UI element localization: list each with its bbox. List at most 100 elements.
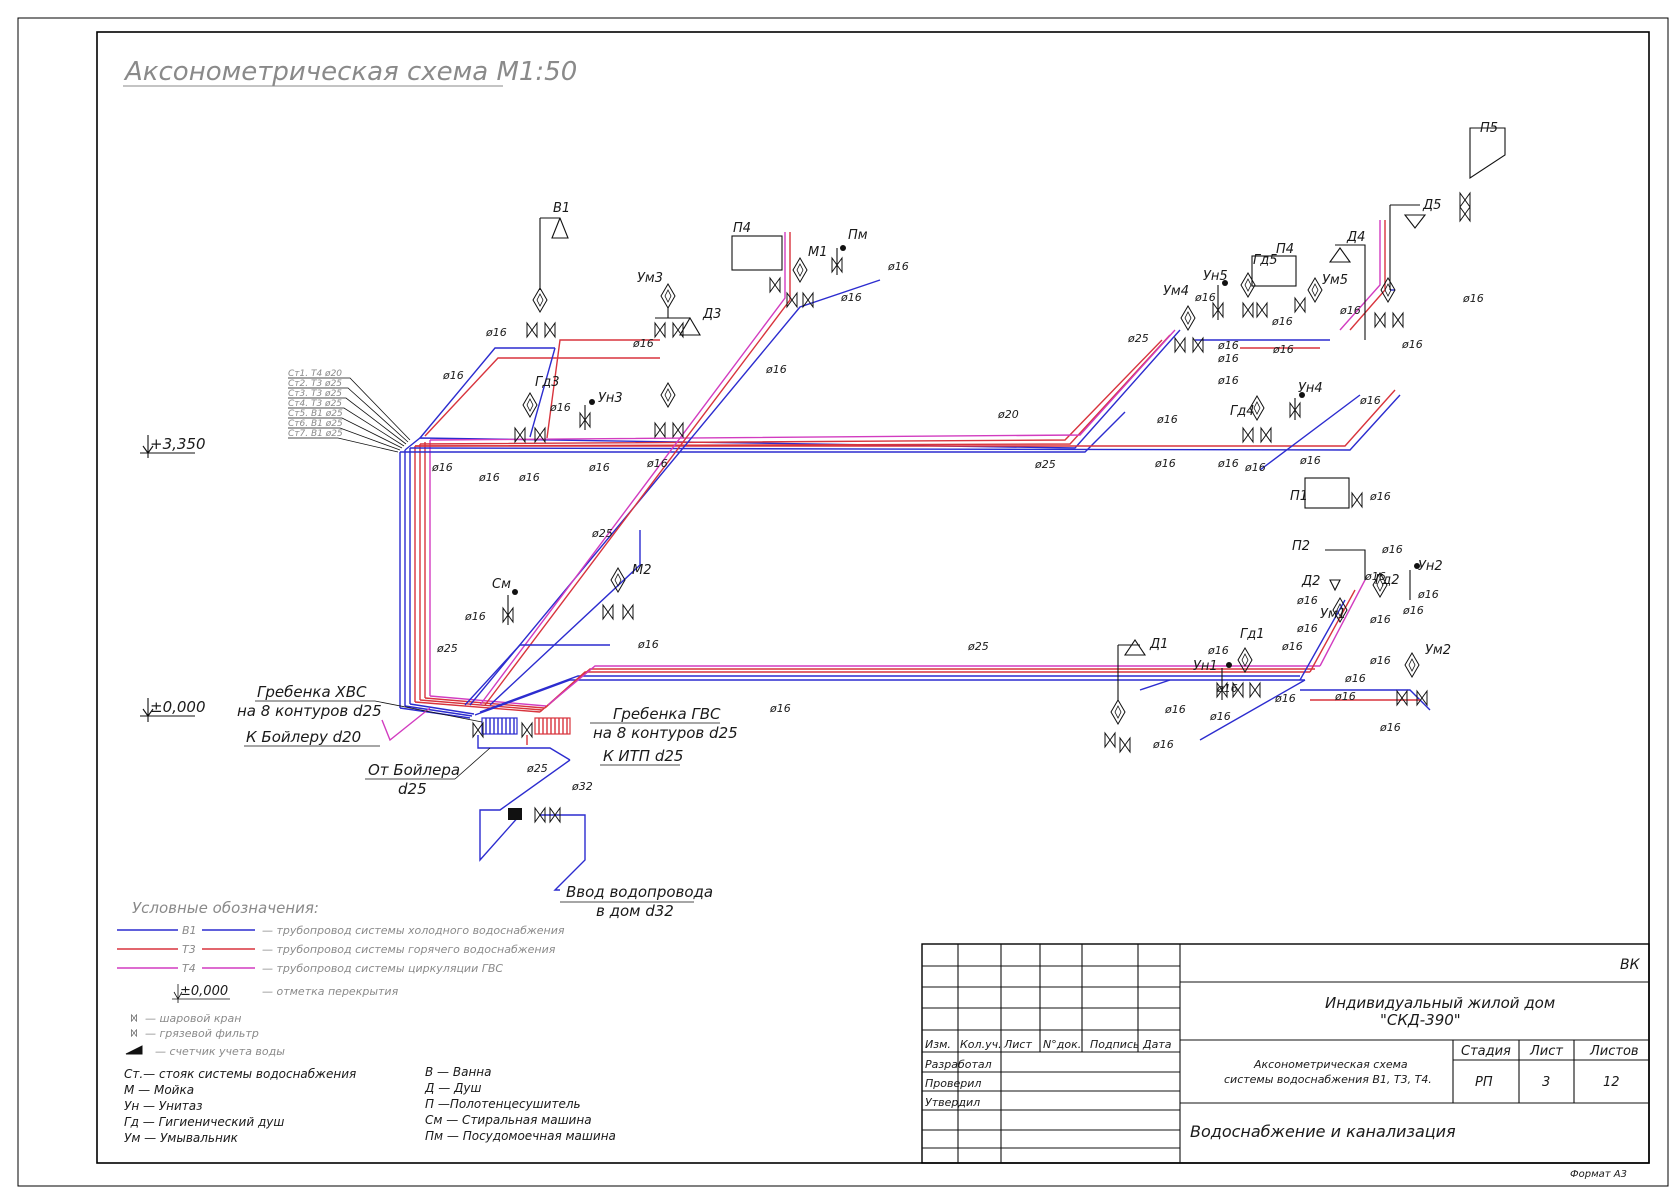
riser-label: Ст3. Т3 ø25 [288, 389, 342, 399]
vvod-line1: Ввод водопровода [566, 883, 713, 901]
riser-label: Ст5. В1 ø25 [288, 409, 343, 419]
level-mark-upper: +3,350 [140, 435, 206, 458]
diam-label: ø16 [1379, 721, 1401, 734]
diam-label: ø16 [464, 610, 486, 623]
abbr-left: Ун — Унитаз [124, 1099, 202, 1113]
diam-label: ø16 [646, 457, 668, 470]
diam-label: ø16 [1462, 292, 1484, 305]
water-inlet [479, 759, 586, 891]
diam-label: ø25 [591, 527, 613, 540]
fixture-label: Ун2 [1418, 559, 1443, 574]
fixture-label: П1 [1290, 489, 1308, 504]
diam-label: ø16 [1244, 461, 1266, 474]
outer-border [17, 17, 1669, 1187]
fixture-label: Гд3 [535, 375, 560, 390]
diam-label: ø16 [1381, 543, 1403, 556]
diam-label: ø25 [436, 642, 458, 655]
k-boileru-label: К Бойлеру d20 [246, 728, 361, 746]
fixture-label: Ун1 [1193, 659, 1218, 674]
abbr-left: М — Мойка [124, 1083, 194, 1097]
abbr-right: Пм — Посудомоечная машина [425, 1129, 616, 1143]
stamp-role: Проверил [925, 1077, 981, 1090]
format-label: Формат А3 [1570, 1169, 1627, 1180]
legend-symbol: — грязевой фильтр [145, 1027, 259, 1040]
stamp-stage-h: Стадия [1461, 1044, 1511, 1059]
diam-label: ø32 [571, 780, 593, 793]
level-upper-text: +3,350 [150, 435, 206, 453]
fixture-label: Гд5 [1253, 253, 1278, 268]
diam-label: ø16 [1216, 682, 1238, 695]
stamp-col: Изм. [925, 1038, 951, 1051]
fixture-label: Ум5 [1322, 273, 1348, 288]
diam-label: ø16 [431, 461, 453, 474]
legend: Условные обозначения: В1 — трубопровод с… [117, 899, 616, 1145]
diam-label: ø16 [588, 461, 610, 474]
diam-label: ø16 [1296, 594, 1318, 607]
fixture-label: Пм [848, 228, 868, 243]
fixture-label: М1 [808, 245, 828, 260]
riser-label: Ст7. В1 ø25 [288, 429, 343, 439]
diam-label: ø16 [1369, 654, 1391, 667]
diam-label: ø16 [887, 260, 909, 273]
abbr-left: Ст.— стояк системы водоснабжения [124, 1067, 356, 1081]
fixture-label: Гд2 [1375, 573, 1400, 588]
lower-floor-mains [464, 530, 1320, 741]
diam-label: ø16 [1154, 457, 1176, 470]
fixture-label: Ун5 [1203, 269, 1228, 284]
diam-label: ø16 [1217, 339, 1239, 352]
diam-label: ø16 [1339, 304, 1361, 317]
strainer-icon [131, 1029, 137, 1037]
stamp-role: Утвердил [925, 1096, 980, 1109]
diam-label: ø20 [997, 408, 1019, 421]
manifold-captions: Гребенка ХВС на 8 контуров d25 К Бойлеру… [237, 683, 738, 920]
legend-code-t4: Т4 [182, 962, 196, 975]
ball-valve-icon [131, 1014, 137, 1022]
drawing-title: Аксонометрическая схема М1:50 [123, 57, 577, 87]
stamp-sheet-title-1: Аксонометрическая схема [1253, 1058, 1408, 1071]
abbr-right: П —Полотенцесушитель [425, 1097, 581, 1111]
fixture-label: Д2 [1301, 574, 1320, 589]
stamp-col: Лист [1003, 1038, 1032, 1051]
k-itp-label: К ИТП d25 [603, 747, 683, 765]
diam-label: ø25 [526, 762, 548, 775]
fixture-label: Гд1 [1240, 627, 1265, 642]
legend-code-t3: Т3 [182, 943, 196, 956]
diam-label: ø25 [967, 640, 989, 653]
ot-boilera-line2: d25 [398, 780, 427, 798]
legend-level-text: — отметка перекрытия [262, 985, 399, 998]
fixture-label: Ум4 [1163, 284, 1189, 299]
stamp-col: Кол.уч. [960, 1038, 1002, 1051]
diam-label: ø16 [1344, 672, 1366, 685]
diam-label: ø16 [1369, 490, 1391, 503]
fixture-label: П4 [1276, 242, 1294, 257]
diam-label: ø16 [1209, 710, 1231, 723]
fixture-label: Д3 [702, 307, 721, 322]
stamp-section: Водоснабжение и канализация [1190, 1122, 1456, 1141]
diam-label: ø16 [637, 638, 659, 651]
water-meter-icon [125, 1045, 143, 1055]
diam-label: ø16 [1271, 315, 1293, 328]
fixture-label: М2 [632, 563, 652, 578]
stamp-col: Дата [1142, 1038, 1172, 1051]
stamp-sheet-title-2: системы водоснабжения В1, Т3, Т4. [1224, 1073, 1432, 1086]
diam-label: ø16 [1164, 703, 1186, 716]
fixture-label: В1 [553, 201, 570, 216]
riser-label: Ст6. В1 ø25 [288, 419, 343, 429]
diam-label: ø16 [765, 363, 787, 376]
diam-label: ø16 [1272, 343, 1294, 356]
right-lower-pipes [1139, 579, 1431, 711]
fixture-label: См [492, 577, 511, 592]
diam-label: ø16 [1194, 291, 1216, 304]
stamp-project-1: Индивидуальный жилой дом [1325, 994, 1555, 1012]
stamp-code: ВК [1620, 957, 1641, 973]
legend-text-t3: — трубопровод системы горячего водоснабж… [262, 943, 556, 956]
diam-label: ø16 [632, 337, 654, 350]
diam-label: ø16 [1281, 640, 1303, 653]
upper-floor-mains [400, 232, 1401, 706]
diam-label: ø16 [1364, 570, 1386, 583]
diam-label: ø16 [1369, 613, 1391, 626]
fixture-label: Д5 [1422, 198, 1441, 213]
riser-label: Ст1. Т4 ø20 [288, 369, 342, 379]
diam-label: ø16 [1417, 588, 1439, 601]
